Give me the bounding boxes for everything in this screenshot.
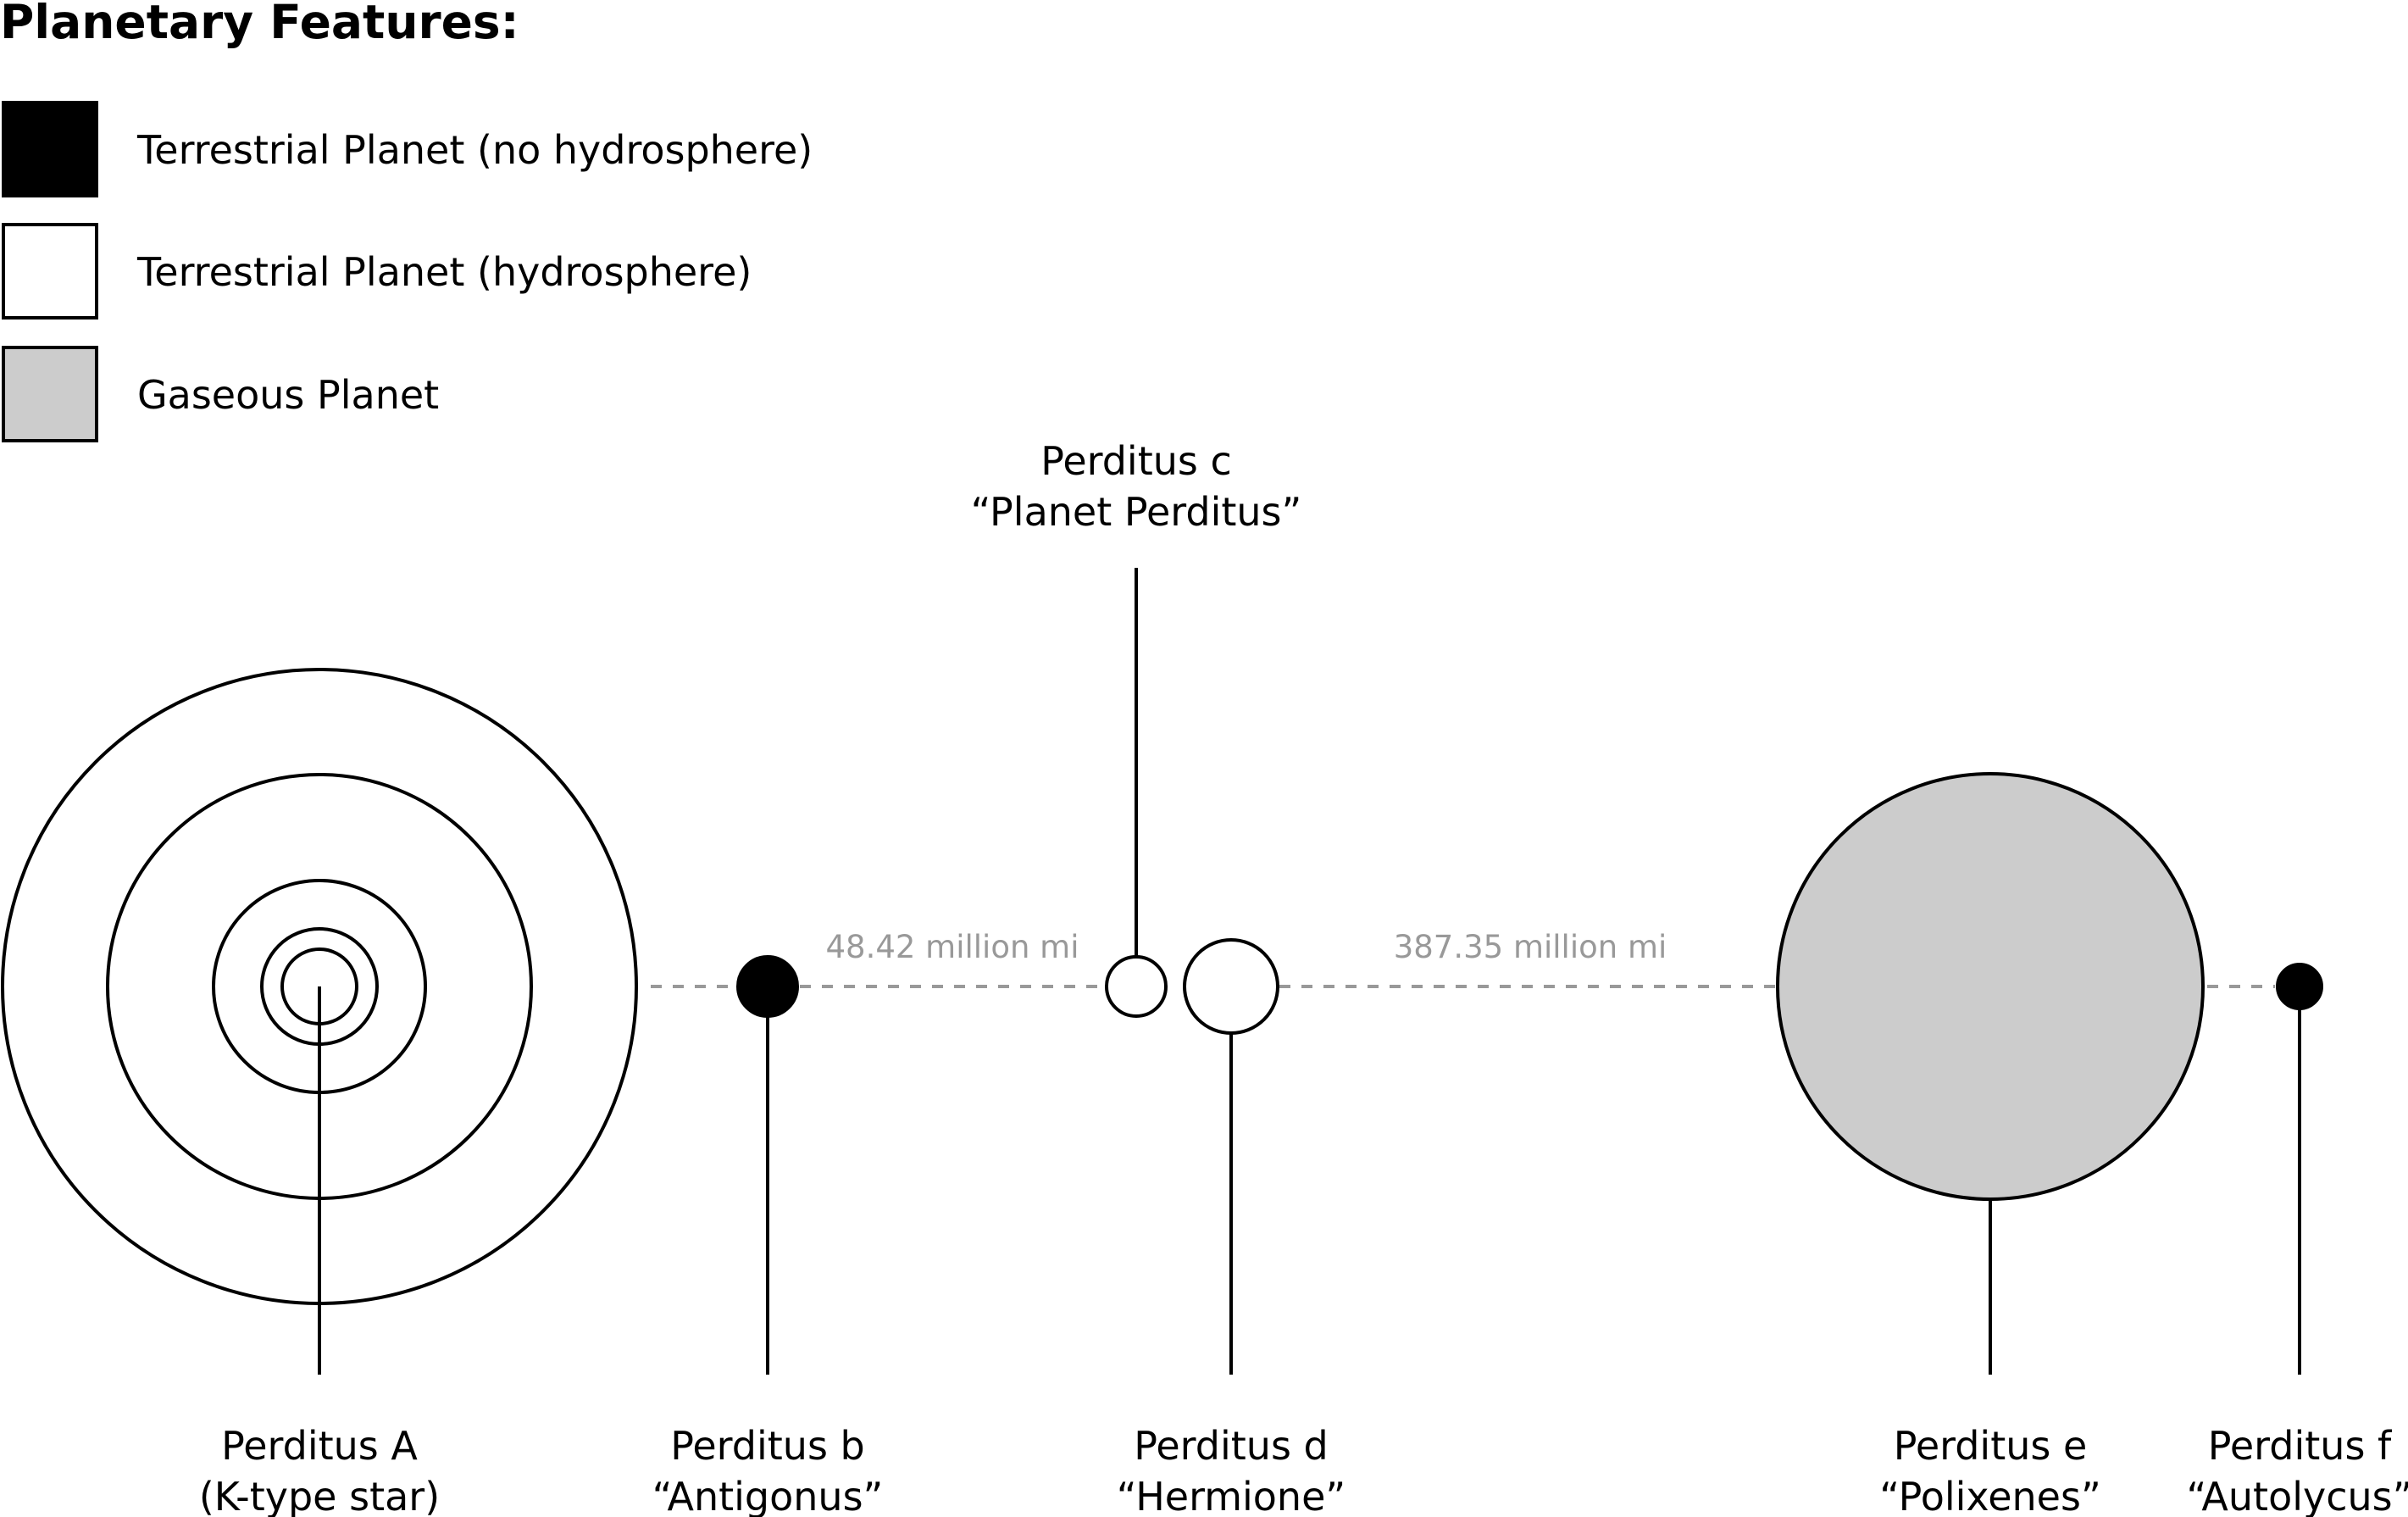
legend: Terrestrial Planet (no hydrosphere) Terr… bbox=[2, 101, 813, 442]
planet-d-subtitle: “Hermione” bbox=[1117, 1474, 1345, 1517]
star-subtitle: (K-type star) bbox=[199, 1474, 440, 1517]
legend-swatch-gaseous bbox=[2, 346, 98, 442]
planet-c-name: Perditus c bbox=[1040, 438, 1232, 484]
legend-label-no-hydrosphere: Terrestrial Planet (no hydrosphere) bbox=[136, 127, 813, 173]
planet-perditus-c bbox=[1105, 568, 1168, 1018]
planet-f-subtitle: “Autolycus” bbox=[2187, 1474, 2408, 1517]
planet-c-disc bbox=[1105, 955, 1168, 1018]
planet-f-name: Perditus f bbox=[2208, 1423, 2393, 1469]
planet-b-subtitle: “Antigonus” bbox=[652, 1474, 884, 1517]
planet-e-disc bbox=[1776, 772, 2205, 1201]
star-name: Perditus A bbox=[221, 1423, 418, 1469]
planet-b-name: Perditus b bbox=[670, 1423, 864, 1469]
planet-d-name: Perditus d bbox=[1134, 1423, 1328, 1469]
legend-swatch-no-hydrosphere bbox=[2, 101, 98, 197]
star-perditus-a bbox=[1, 668, 638, 1375]
planet-perditus-b bbox=[736, 955, 799, 1375]
planet-b-disc bbox=[736, 955, 799, 1018]
planet-e-subtitle: “Polixenes” bbox=[1879, 1474, 2101, 1517]
planet-d-disc bbox=[1183, 938, 1279, 1035]
planet-f-disc bbox=[2276, 963, 2323, 1010]
planet-perditus-d bbox=[1183, 938, 1279, 1375]
diagram-title: Planetary Features: bbox=[0, 0, 519, 49]
distance-label-b-c: 48.42 million mi bbox=[825, 929, 1079, 965]
planet-perditus-e bbox=[1776, 772, 2205, 1375]
legend-swatch-hydrosphere bbox=[2, 223, 98, 320]
legend-label-gaseous: Gaseous Planet bbox=[137, 372, 439, 418]
legend-label-hydrosphere: Terrestrial Planet (hydrosphere) bbox=[136, 249, 752, 295]
planet-c-subtitle: “Planet Perditus” bbox=[971, 489, 1302, 535]
planet-perditus-f bbox=[2276, 963, 2323, 1375]
planet-e-name: Perditus e bbox=[1894, 1423, 2088, 1469]
distance-label-d-e: 387.35 million mi bbox=[1394, 929, 1667, 965]
